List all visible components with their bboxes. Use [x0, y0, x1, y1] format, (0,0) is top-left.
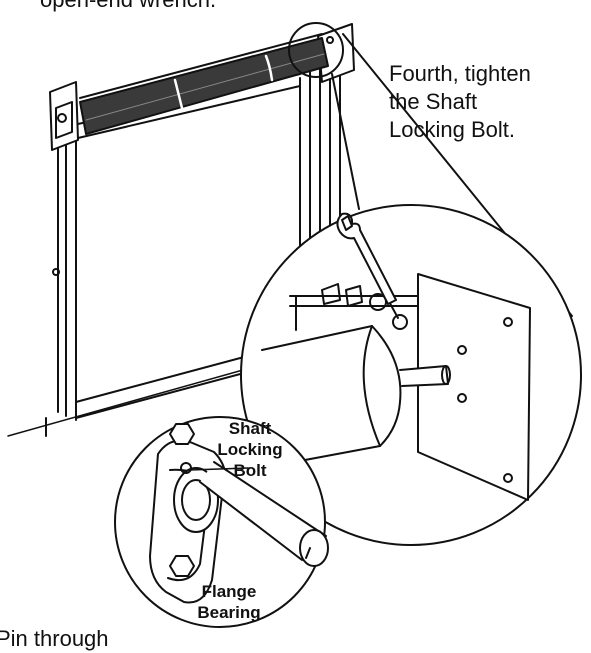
wrench-icon	[336, 212, 397, 305]
shaft-label-line-3: Bolt	[233, 461, 267, 480]
step-line-2: the Shaft	[389, 89, 478, 114]
footer-fragment: Pin through	[0, 626, 109, 651]
header-fragment: open-end wrench.	[40, 0, 216, 14]
flange-label-line-1: Flange	[201, 582, 257, 601]
hex-bolt-icon	[169, 423, 195, 577]
callout-source-circle	[288, 22, 344, 78]
flange-bearing-label: Flange Bearing	[184, 581, 274, 623]
detail-circle-small	[114, 416, 329, 628]
detail-circle-large	[240, 204, 582, 546]
shaft-label-line-1: Shaft	[228, 419, 272, 438]
flange-label-line-2: Bearing	[197, 603, 261, 622]
step-line-1: Fourth, tighten	[389, 61, 531, 86]
roller-tube	[79, 33, 329, 135]
step-instruction: Fourth, tighten the Shaft Locking Bolt.	[389, 60, 531, 144]
step-line-3: Locking Bolt.	[389, 117, 515, 142]
shaft-label-line-2: Locking	[217, 440, 283, 459]
shaft-locking-bolt-label: Shaft Locking Bolt	[200, 418, 300, 481]
